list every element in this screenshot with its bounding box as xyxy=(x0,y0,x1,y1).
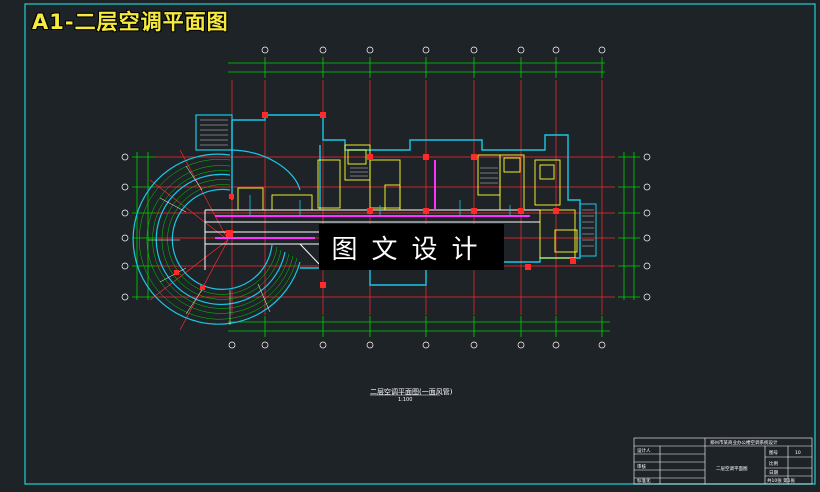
stair-tower-left xyxy=(195,114,233,151)
title-block-row-4: 标准化 xyxy=(637,477,651,484)
page-title: A1-二层空调平面图 xyxy=(32,10,229,34)
title-block-sheet-no: 10 xyxy=(795,450,801,456)
plan-caption: 二层空调平面图(一面风管) xyxy=(370,388,453,396)
curved-seating-rows xyxy=(139,159,298,320)
title-block-label-0: 图号 xyxy=(769,450,778,456)
title-block-text: 郑州市某商业办公楼空调系统设计 二层空调平面图 10 设计人 审核 标准化 图号… xyxy=(637,439,801,484)
title-block-drawing-name: 二层空调平面图 xyxy=(716,465,748,472)
title-block-project: 郑州市某商业办公楼空调系统设计 xyxy=(710,439,778,446)
title-block-row-2: 审核 xyxy=(637,463,646,470)
drawing-frame xyxy=(24,3,816,485)
top-dimension-lines xyxy=(228,57,605,78)
bottom-dimension-lines xyxy=(228,316,610,337)
stair-tower-right xyxy=(579,203,597,257)
title-block-label-2: 日期 xyxy=(769,470,778,476)
title-block-label-1: 比例 xyxy=(769,460,778,467)
watermark-banner: 图文设计 xyxy=(319,224,504,270)
supply-duct xyxy=(215,160,530,239)
column-markers xyxy=(174,112,576,290)
plan-scale: 1:100 xyxy=(398,397,413,403)
title-block-row-0: 设计人 xyxy=(637,447,651,454)
title-block xyxy=(633,437,813,485)
title-block-label-3: 共10张 第1张 xyxy=(767,477,796,484)
axis-bubbles xyxy=(121,46,651,349)
branch-ducts xyxy=(249,195,511,216)
curved-wing-ribs xyxy=(148,165,271,325)
core-rooms-left xyxy=(237,144,401,211)
